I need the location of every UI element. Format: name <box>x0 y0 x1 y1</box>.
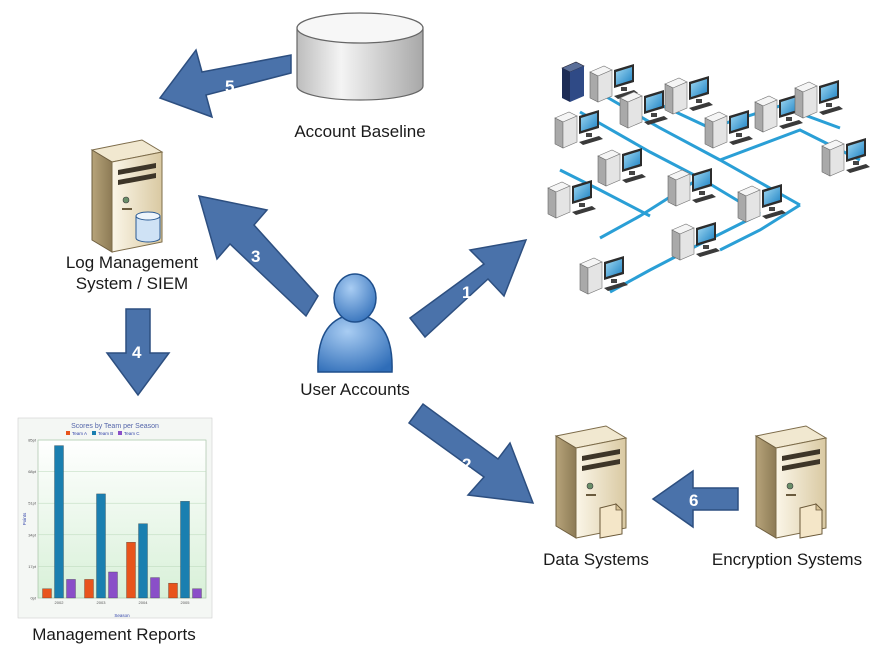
network-image <box>545 55 874 307</box>
chart-x-ticks: 2002 2003 2004 2005 <box>55 600 191 605</box>
user-icon <box>317 273 393 373</box>
chart-bar-team-a-2002 <box>42 588 52 599</box>
arrow-4-number: 4 <box>132 343 142 362</box>
chart-y-tick-label: 0pt <box>30 596 36 601</box>
chart-y-tick-label: 68pt <box>28 469 37 474</box>
chart-bar-team-c-2004 <box>150 577 160 599</box>
chart-x-tick-label: 2005 <box>181 600 191 605</box>
report-chart-legend: Team A Team B Team C <box>66 431 140 436</box>
encryption-systems-label: Encryption Systems <box>711 550 863 569</box>
legend-team-c: Team C <box>124 431 140 436</box>
chart-bar-team-c-2003 <box>108 571 118 599</box>
arrow-3: 3 <box>197 195 319 318</box>
data-server-icon <box>555 425 627 539</box>
chart-x-axis-label: Season <box>114 613 130 618</box>
chart-bar-team-a-2003 <box>84 579 94 599</box>
log-management-label-line2: System / SIEM <box>75 274 189 293</box>
chart-bar-team-c-2002 <box>66 579 76 599</box>
user-accounts-label: User Accounts <box>300 380 410 399</box>
encryption-server-icon <box>755 425 827 539</box>
chart-y-tick-label: 85pt <box>28 438 37 443</box>
legend-team-b: Team B <box>98 431 113 436</box>
chart-x-tick-label: 2003 <box>97 600 107 605</box>
database-cylinder-icon <box>296 12 424 101</box>
plot-area <box>37 439 207 599</box>
chart-bar-team-b-2005 <box>180 501 190 599</box>
arrow-6-number: 6 <box>689 491 698 510</box>
arrow-6: 6 <box>651 469 739 529</box>
arrow-5-number: 5 <box>225 77 234 96</box>
arrow-4: 4 <box>105 308 171 397</box>
report-chart: Scores by Team per Season Team A Team B … <box>17 417 213 619</box>
chart-bar-team-b-2002 <box>54 445 64 599</box>
arrow-2-number: 2 <box>462 455 471 474</box>
arrow-1-number: 1 <box>462 283 471 302</box>
log-server-icon <box>91 139 163 253</box>
report-chart-title: Scores by Team per Season <box>71 423 159 430</box>
arrow-3-number: 3 <box>251 247 260 266</box>
legend-team-a: Team A <box>72 431 87 436</box>
management-reports-label: Management Reports <box>32 625 196 644</box>
chart-x-tick-label: 2002 <box>55 600 65 605</box>
log-management-label-line1: Log Management <box>65 253 199 272</box>
chart-gridlines <box>38 439 206 599</box>
chart-bar-team-b-2004 <box>138 523 148 599</box>
chart-bar-team-a-2005 <box>168 582 178 599</box>
chart-y-ticks: 0pt 17pt 34pt 51pt 68pt 85pt <box>28 438 37 601</box>
chart-bar-team-a-2004 <box>126 542 136 599</box>
chart-y-tick-label: 51pt <box>28 501 37 506</box>
chart-y-tick-label: 17pt <box>28 564 37 569</box>
chart-bar-team-b-2003 <box>96 493 106 599</box>
data-systems-label: Data Systems <box>543 550 649 569</box>
arrow-2: 2 <box>407 402 535 504</box>
account-baseline-label: Account Baseline <box>294 122 426 141</box>
chart-bars <box>42 445 202 599</box>
chart-x-tick-label: 2004 <box>139 600 149 605</box>
chart-y-axis-label: Points <box>22 512 27 525</box>
chart-bar-team-c-2005 <box>192 588 202 599</box>
arrow-5: 5 <box>158 48 292 119</box>
arrow-1: 1 <box>408 239 528 339</box>
chart-y-tick-label: 34pt <box>28 532 37 537</box>
